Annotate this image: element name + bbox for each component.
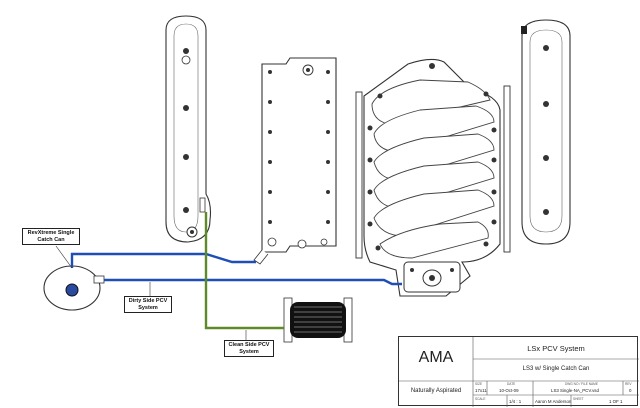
valley-cover <box>253 57 337 265</box>
catch-can-callout: RevXtreme Single Catch Can <box>22 228 80 246</box>
clean-side-label-line1: Clean Side PCV <box>228 342 270 348</box>
dirty-side-callout: Dirty Side PCV System <box>124 296 172 314</box>
sheet-label: SHEET <box>573 397 584 401</box>
title-block: AMA Naturally Aspirated LSx PCV System L… <box>398 336 639 407</box>
rev-value: 0 <box>629 388 632 393</box>
size-label: SIZE <box>475 382 483 386</box>
company-name: AMA <box>418 349 454 366</box>
right-valve-cover <box>521 19 571 245</box>
air-filter <box>283 297 353 343</box>
catch-can <box>43 265 105 311</box>
file-value: LS3 Single-NA_PCV.vsd <box>551 388 599 393</box>
size-value: 17x11 <box>475 388 487 393</box>
catch-can-label-line1: RevXtreme Single <box>27 230 75 236</box>
scale-label: SCALE <box>475 397 486 401</box>
intake-manifold <box>355 58 511 297</box>
left-valve-cover <box>165 15 212 243</box>
clean-side-label-line2: System <box>239 348 259 355</box>
dirty-side-hoses <box>70 252 402 286</box>
sheet-value: 1 OF 1 <box>609 399 623 404</box>
drawing-title: LSx PCV System <box>527 344 585 353</box>
date-value: 10-Oct-09 <box>499 388 519 393</box>
clean-side-hose <box>204 212 284 330</box>
catch-can-label-line2: Catch Can <box>37 236 65 243</box>
dirty-side-label-line1: Dirty Side PCV <box>128 298 168 304</box>
file-label: DWG NO / FILE NAME <box>565 382 598 386</box>
scale-value: 1/4 : 1 <box>509 399 522 404</box>
company-subtitle: Naturally Aspirated <box>410 388 462 394</box>
date-label: DATE <box>507 382 516 386</box>
drawing-name: LS3 w/ Single Catch Can <box>522 366 590 372</box>
dirty-side-label-line2: System <box>138 304 158 311</box>
title-block-grid <box>399 337 639 407</box>
author-name: Aaron M Anderson <box>535 399 572 404</box>
clean-side-callout: Clean Side PCV System <box>224 340 274 358</box>
rev-label: REV <box>625 382 632 386</box>
